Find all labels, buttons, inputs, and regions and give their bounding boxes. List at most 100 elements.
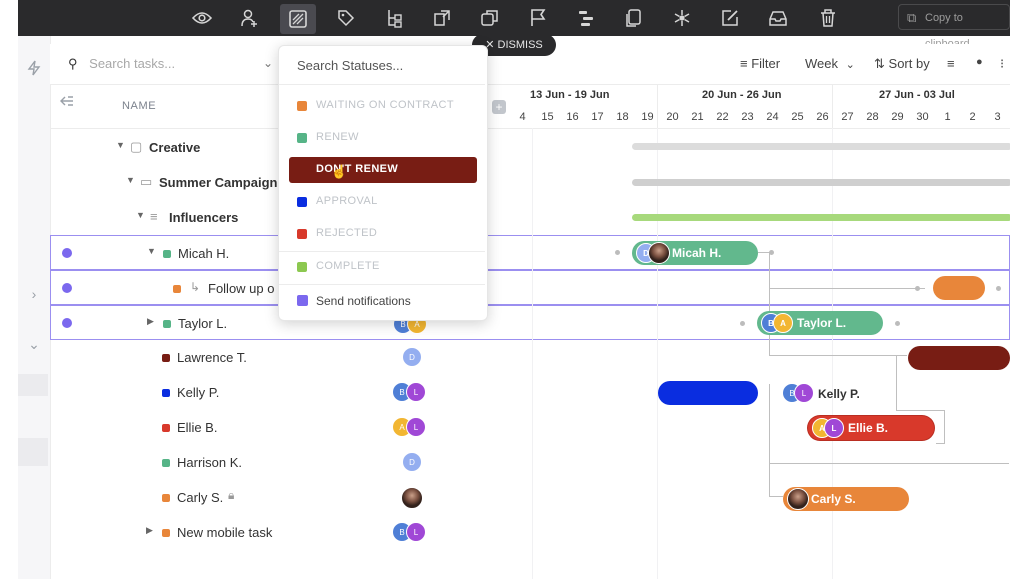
status-option-complete[interactable]: COMPLETE — [289, 254, 477, 280]
avatar[interactable]: D — [402, 452, 422, 472]
more-icon[interactable]: ⁝ — [1000, 56, 1005, 71]
search-input[interactable]: Search tasks... — [89, 56, 176, 71]
gantt-bar-follow-up[interactable] — [933, 276, 985, 300]
connector-dot[interactable] — [615, 250, 620, 255]
search-tasks[interactable]: ⚲ Search tasks... — [68, 56, 175, 72]
list-item[interactable]: ▼ ≡ Influencers — [50, 200, 1010, 235]
name-column-header[interactable]: NAME — [122, 100, 157, 112]
summary-bar-creative[interactable] — [632, 143, 1010, 150]
eye-icon[interactable] — [190, 6, 214, 30]
status-option-renew[interactable]: RENEW — [289, 125, 477, 151]
edit-icon[interactable] — [718, 6, 742, 30]
dependency-icon[interactable] — [670, 6, 694, 30]
status-dot[interactable] — [162, 389, 170, 397]
week-select[interactable]: Week ⌄ — [805, 56, 855, 71]
status-dot[interactable] — [162, 529, 170, 537]
status-option-approval[interactable]: APPROVAL — [289, 189, 477, 215]
status-option-rejected[interactable]: REJECTED — [289, 221, 477, 247]
status-option-dont-renew[interactable]: DON'T RENEW ☝ — [289, 157, 477, 183]
caret-right-icon[interactable]: ▶ — [147, 316, 154, 326]
task-name[interactable]: Kelly P. — [177, 385, 220, 400]
table-row[interactable]: Harrison K. D — [50, 445, 1010, 480]
trash-icon[interactable] — [816, 6, 840, 30]
add-column-icon[interactable]: + — [492, 100, 506, 114]
send-notifications-checkbox[interactable]: Send notifications — [289, 288, 477, 314]
row-select-radio[interactable] — [62, 248, 72, 258]
list-item[interactable]: ▼ ▢ Creative — [50, 130, 1010, 165]
status-dot[interactable] — [163, 250, 171, 258]
collapse-icon[interactable] — [60, 94, 74, 110]
task-name[interactable]: Lawrence T. — [177, 350, 247, 365]
connector-dot[interactable] — [895, 321, 900, 326]
avatar[interactable]: D — [402, 347, 422, 367]
status-icon[interactable] — [280, 4, 316, 34]
add-user-icon[interactable] — [238, 6, 262, 30]
table-row[interactable]: Lawrence T. D — [50, 340, 1010, 375]
color-icon[interactable]: ● — [976, 56, 983, 68]
gantt-bar-carly[interactable]: Carly S. — [783, 487, 909, 511]
caret-down-icon[interactable]: ▼ — [147, 246, 156, 256]
connector-dot[interactable] — [996, 286, 1001, 291]
gantt-settings-icon[interactable]: ≡ — [947, 56, 955, 71]
status-dot[interactable] — [162, 354, 170, 362]
dismiss-button[interactable]: ✕ DISMISS — [472, 34, 556, 56]
avatar[interactable]: L — [406, 417, 426, 437]
status-dot[interactable] — [162, 494, 170, 502]
avatar[interactable]: L — [406, 382, 426, 402]
list-item[interactable]: ▼ ▭ Summer Campaigns — [50, 165, 1010, 200]
tag-icon[interactable] — [334, 6, 358, 30]
table-row[interactable]: Ellie B. A L — [50, 410, 1010, 445]
row-select-radio[interactable] — [62, 283, 72, 293]
subtask-icon[interactable] — [382, 6, 406, 30]
table-row[interactable]: ↳ Follow up o — [50, 270, 1010, 305]
sort-button[interactable]: ⇅ Sort by — [874, 56, 930, 72]
task-name[interactable]: New mobile task — [177, 525, 273, 540]
copy-to-clipboard-button[interactable]: ⧉ Copy to clipboard — [898, 4, 1010, 50]
row-select-radio[interactable] — [62, 318, 72, 328]
gantt-bar-lawrence[interactable] — [908, 346, 1010, 370]
caret-down-icon[interactable]: ▼ — [136, 210, 145, 220]
gantt-bar-taylor[interactable]: B A Taylor L. — [757, 311, 883, 335]
gantt-bar-micah[interactable]: D Micah H. — [632, 241, 758, 265]
task-name[interactable]: Ellie B. — [177, 420, 218, 435]
connector-dot[interactable] — [769, 250, 774, 255]
task-name[interactable]: Carly S. — [177, 490, 224, 505]
copy-icon[interactable] — [622, 6, 646, 30]
caret-down-icon[interactable]: ▼ — [116, 140, 125, 150]
task-name[interactable]: Micah H. — [178, 246, 230, 261]
task-name[interactable]: Harrison K. — [177, 455, 243, 470]
status-search-input[interactable]: Search Statuses... — [297, 58, 404, 73]
summary-bar-influencers[interactable] — [632, 214, 1010, 221]
connector-dot[interactable] — [740, 321, 745, 326]
table-row[interactable]: Carly S. 🔒︎ — [50, 480, 1010, 515]
status-dot[interactable] — [162, 424, 170, 432]
gantt-bar-ellie[interactable]: A L Ellie B. — [808, 416, 934, 440]
task-name[interactable]: Taylor L. — [178, 316, 228, 331]
table-row[interactable]: ▼ Micah H. — [50, 235, 1010, 270]
task-name[interactable]: Follow up o — [208, 281, 275, 296]
connector-dot[interactable] — [915, 286, 920, 291]
chevron-down-icon[interactable]: ⌄ — [28, 336, 40, 352]
chevron-down-icon[interactable]: ⌄ — [263, 56, 274, 70]
table-row[interactable]: Kelly P. B L — [50, 375, 1010, 410]
table-row[interactable]: ▶ New mobile task B L — [50, 515, 1010, 550]
caret-down-icon[interactable]: ▼ — [126, 175, 135, 185]
chevron-right-icon[interactable]: › — [31, 286, 37, 302]
status-color-swatch — [297, 101, 307, 111]
avatar[interactable]: L — [406, 522, 426, 542]
gantt-bar-kelly[interactable] — [658, 381, 758, 405]
lightning-icon[interactable] — [18, 60, 50, 79]
status-dot[interactable] — [173, 285, 181, 293]
caret-right-icon[interactable]: ▶ — [146, 525, 153, 535]
move-icon[interactable] — [430, 6, 454, 30]
duplicate-icon[interactable] — [478, 6, 502, 30]
filter-button[interactable]: ≡ Filter — [740, 56, 780, 71]
avatar[interactable] — [401, 487, 423, 509]
inbox-icon[interactable] — [766, 6, 790, 30]
status-dot[interactable] — [163, 320, 171, 328]
status-option-waiting-on-contract[interactable]: WAITING ON CONTRACT — [289, 93, 477, 119]
summary-bar-summer-campaigns[interactable] — [632, 179, 1010, 186]
flag-icon[interactable] — [526, 6, 550, 30]
gantt-icon[interactable] — [574, 6, 598, 30]
status-dot[interactable] — [162, 459, 170, 467]
